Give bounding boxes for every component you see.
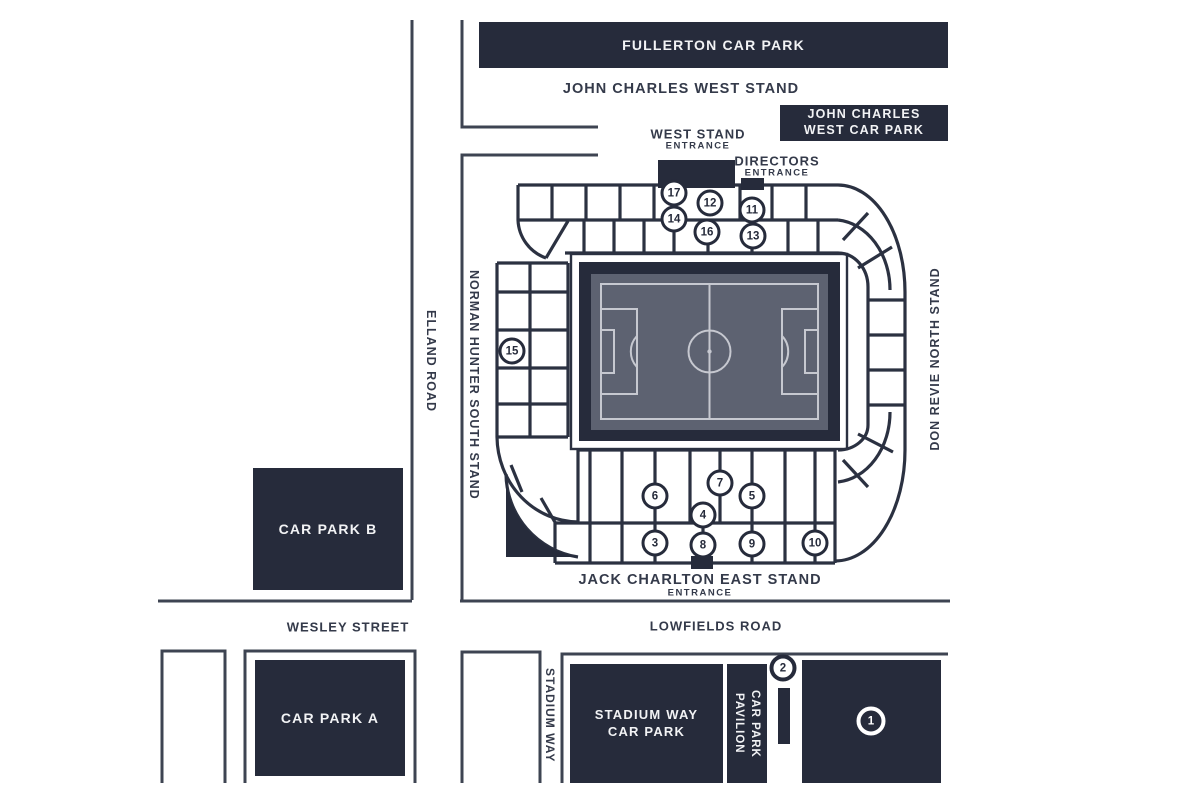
east-stand-entrance-block [691,556,713,569]
location-marker-7: 7 [706,469,734,497]
southwest-corner-block [506,474,578,557]
stadium-way-car-park-line1: STADIUM WAY [594,707,699,723]
location-marker-12: 12 [696,189,724,217]
car-park-a-outline [243,649,417,783]
pitch [569,252,849,451]
pavilion-car-park-line2: CAR PARK [749,689,762,758]
jack-charlton-east-stand-label: JACK CHARLTON EAST STAND [578,572,822,588]
west-stand-entrance-sublabel: ENTRANCE [665,140,731,152]
pitch-markings [600,283,819,420]
location-marker-11: 11 [738,196,766,224]
location-marker-1: 1 [856,706,886,736]
john-charles-west-stand-label: JOHN CHARLES WEST STAND [562,81,800,97]
lowfields-south-outline [560,652,948,783]
directors-entrance-sublabel: ENTRANCE [744,167,810,179]
john-charles-car-park-line2: WEST CAR PARK [803,123,925,137]
marker-2-stem [778,688,790,744]
location-marker-6: 6 [641,482,669,510]
location-marker-10: 10 [801,529,829,557]
fullerton-block-outline [460,20,598,129]
location-marker-17: 17 [660,179,688,207]
lowfields-road-label: LOWFIELDS ROAD [649,618,783,634]
norman-hunter-south-stand-label: NORMAN HUNTER SOUTH STAND [467,270,481,500]
john-charles-west-car-park: JOHN CHARLES WEST CAR PARK [780,105,948,141]
fullerton-car-park: FULLERTON CAR PARK [479,22,948,68]
stadium-way-block-outline [460,650,542,783]
road-lines [158,20,950,783]
location-marker-8: 8 [689,531,717,559]
stadium-block-outline [460,153,598,600]
stadium-way-car-park-line2: CAR PARK [607,723,686,739]
car-park-b: CAR PARK B [253,468,403,590]
location-marker-3: 3 [641,529,669,557]
stadium-way-road-label: STADIUM WAY [543,668,557,763]
car-park-a: CAR PARK A [255,660,405,776]
john-charles-car-park-line1: JOHN CHARLES [807,107,921,122]
location-marker-5: 5 [738,482,766,510]
location-marker-4: 4 [689,501,717,529]
directors-entrance-block [741,178,764,190]
location-marker-9: 9 [738,530,766,558]
block-outline-left [160,649,227,783]
pavilion-car-park-line1: PAVILION [733,693,745,754]
don-revie-north-stand-label: DON REVIE NORTH STAND [928,267,942,451]
elland-road-label: ELLAND ROAD [424,310,438,412]
location-marker-15: 15 [498,337,526,365]
west-stand-entrance-label: WEST STAND [650,126,746,142]
location-marker-14: 14 [660,205,688,233]
east-stand-entrance-sublabel: ENTRANCE [667,587,733,599]
pavilion-car-park: PAVILION CAR PARK [727,664,767,783]
directors-entrance-label: DIRECTORS [734,153,820,169]
location-marker-16: 16 [693,218,721,246]
location-marker-2: 2 [769,654,797,682]
wesley-street-label: WESLEY STREET [286,619,410,635]
location-marker-13: 13 [739,222,767,250]
stadium-way-car-park: STADIUM WAY CAR PARK [570,664,723,783]
